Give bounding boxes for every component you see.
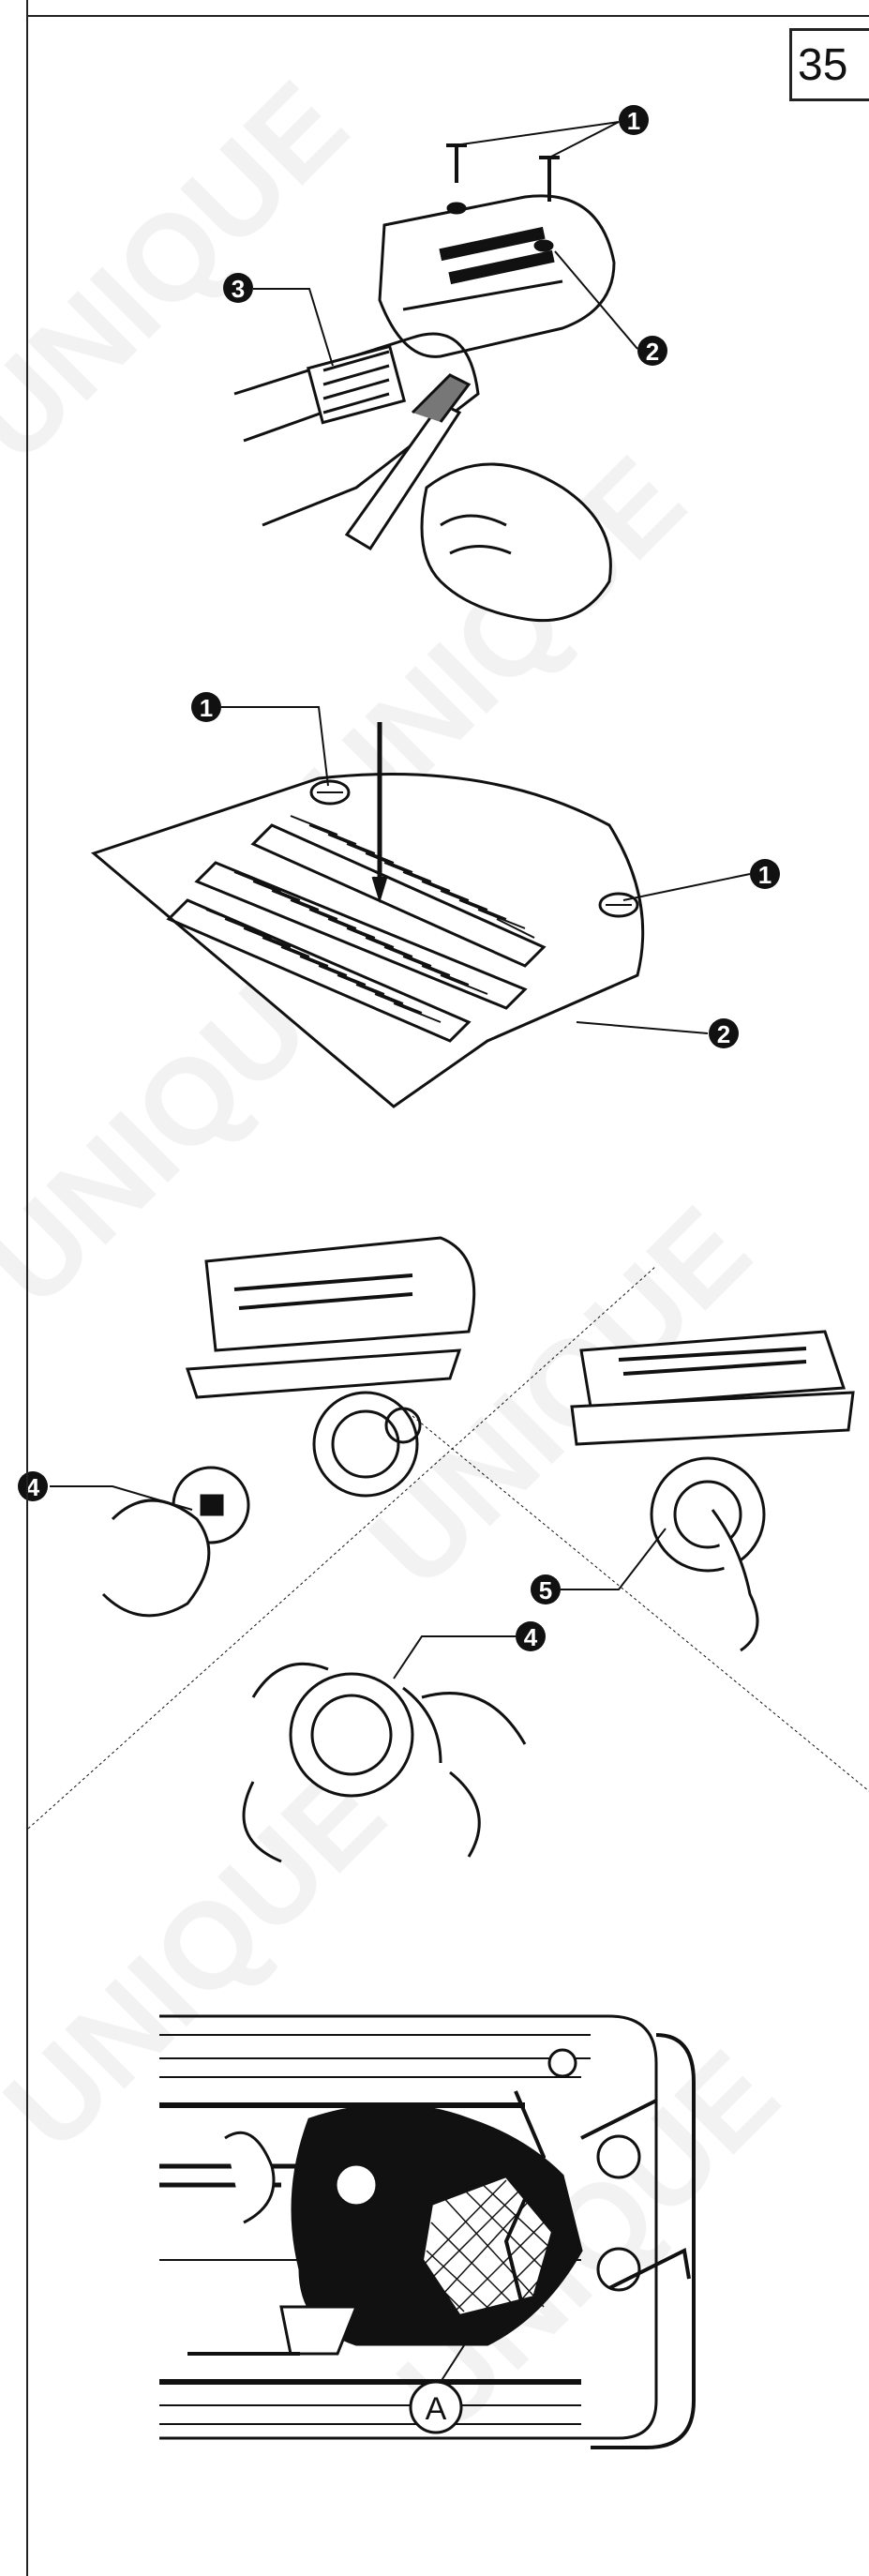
fig2-callout-1a: 1 (191, 692, 221, 722)
svg-text:4: 4 (26, 1473, 40, 1501)
fig1-throat-plate (380, 196, 614, 356)
fig3-callout-4a: 4 (18, 1471, 48, 1501)
svg-text:3: 3 (232, 275, 245, 303)
watermark-text-1: UNIQUE (0, 55, 372, 488)
svg-text:2: 2 (717, 1020, 730, 1048)
svg-text:A: A (426, 2391, 447, 2427)
fig3-callout-5: 5 (531, 1574, 561, 1604)
svg-text:4: 4 (524, 1623, 538, 1651)
svg-text:5: 5 (539, 1576, 552, 1604)
svg-text:1: 1 (627, 107, 640, 135)
svg-text:2: 2 (646, 338, 659, 366)
fig1-callout-2: 2 (637, 336, 667, 366)
fig4-label-a: A (411, 2382, 461, 2433)
fig1-feed-dogs (308, 346, 404, 422)
svg-text:1: 1 (758, 861, 772, 889)
fig1-callout-1: 1 (619, 105, 649, 135)
fig2-callout-1b: 1 (750, 859, 780, 889)
page-border-top (26, 15, 869, 17)
svg-text:1: 1 (200, 694, 213, 722)
page-border-left (26, 0, 28, 2576)
page-number: 35 (789, 28, 869, 101)
fig1-callout-3: 3 (223, 273, 253, 303)
fig2-callout-2: 2 (709, 1018, 739, 1048)
fig3-callout-4b: 4 (516, 1621, 546, 1651)
